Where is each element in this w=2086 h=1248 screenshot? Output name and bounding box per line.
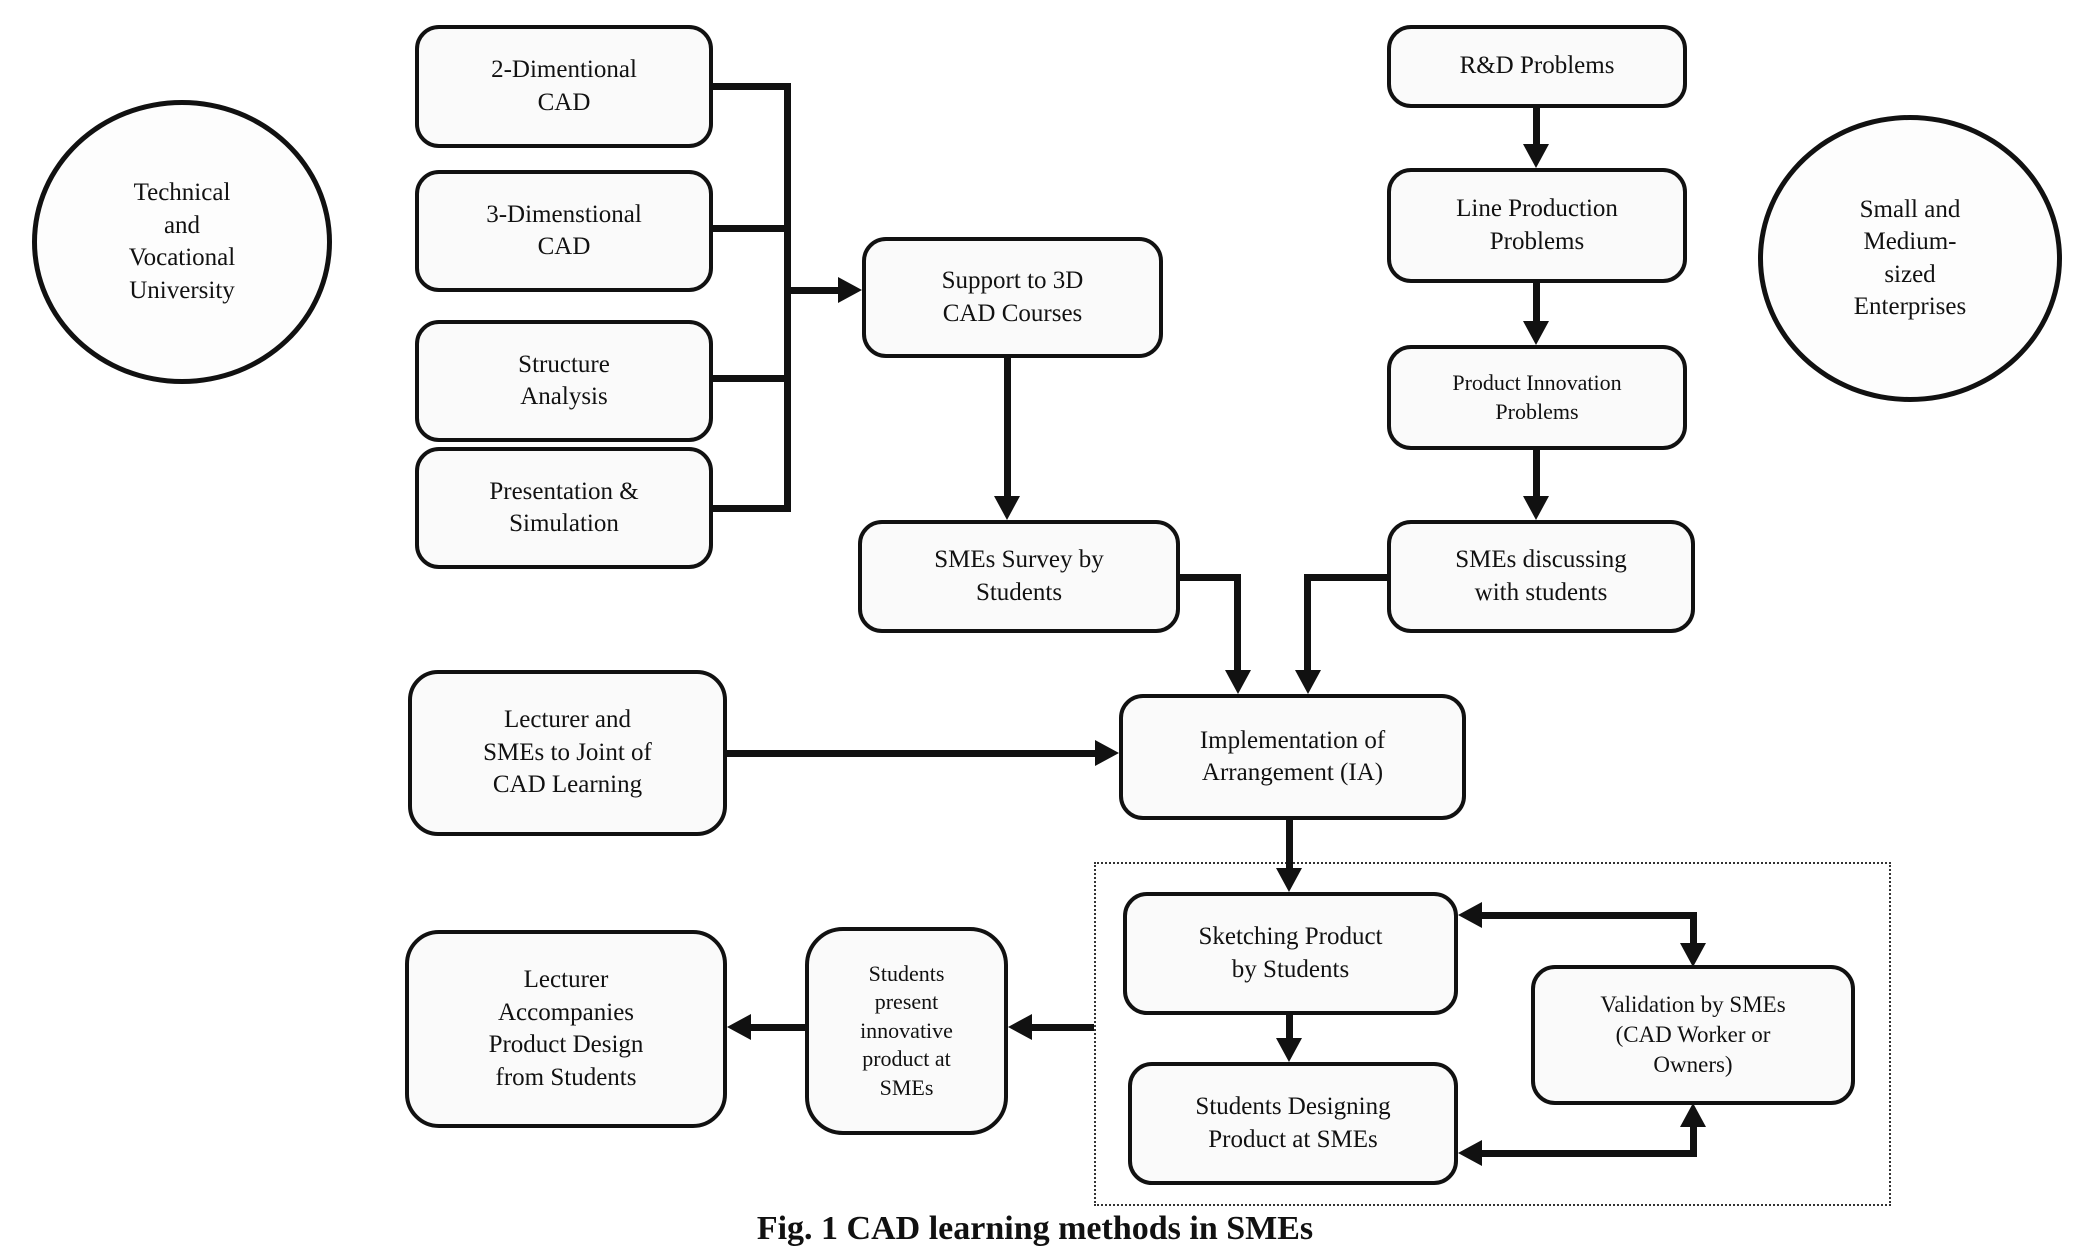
connector-survey-ia-h — [1180, 574, 1241, 581]
node-2d-cad: 2-Dimentional CAD — [415, 25, 713, 148]
connector-ia-sketching — [1286, 820, 1293, 872]
connector-support-survey — [1004, 358, 1011, 498]
connector-sketching-designing — [1286, 1015, 1293, 1042]
node-university-circle: Technical and Vocational University — [32, 100, 332, 384]
node-support-3d-cad: Support to 3D CAD Courses — [862, 237, 1163, 358]
arrowhead-into-survey — [994, 496, 1020, 520]
connector-survey-ia-v — [1234, 574, 1241, 672]
arrowhead-into-lineprod — [1523, 144, 1549, 168]
connector-discussing-ia-h — [1304, 574, 1387, 581]
arrowhead-into-discussing — [1523, 496, 1549, 520]
arrowhead-into-ia — [1095, 740, 1119, 766]
node-product-innovation: Product Innovation Problems — [1387, 345, 1687, 450]
connector-lecturerjoint-ia — [727, 750, 1097, 757]
connector-presentation-bus — [713, 505, 789, 512]
connector-lineprod-innovation — [1533, 283, 1540, 325]
arrowhead-into-present — [1008, 1014, 1032, 1040]
connector-rd-lineprod — [1533, 108, 1540, 148]
node-lecturer-accompanies: Lecturer Accompanies Product Design from… — [405, 930, 727, 1128]
node-smes-discussing: SMEs discussing with students — [1387, 520, 1695, 633]
arrowhead-into-support — [838, 277, 862, 303]
node-line-production: Line Production Problems — [1387, 168, 1687, 283]
arrowhead-into-validation-bottom — [1680, 1103, 1706, 1127]
node-rd-problems: R&D Problems — [1387, 25, 1687, 108]
node-implementation-arrangement: Implementation of Arrangement (IA) — [1119, 694, 1466, 820]
node-sketching-product: Sketching Product by Students — [1123, 892, 1458, 1015]
connector-validation-top-v — [1690, 912, 1697, 944]
connector-validation-top-h — [1480, 912, 1697, 919]
connector-discussing-ia-v — [1304, 574, 1311, 672]
node-students-present: Students present innovative product at S… — [805, 927, 1008, 1135]
arrowhead-survey-into-ia — [1225, 670, 1251, 694]
arrowhead-discussing-into-ia — [1295, 670, 1321, 694]
arrowhead-into-sketching — [1276, 868, 1302, 892]
connector-bus-to-support — [784, 287, 840, 294]
arrowhead-into-designing — [1276, 1038, 1302, 1062]
node-structure-analysis: Structure Analysis — [415, 320, 713, 442]
node-smes-circle: Small and Medium- sized Enterprises — [1758, 115, 2062, 402]
node-3d-cad: 3-Dimenstional CAD — [415, 170, 713, 292]
node-students-designing: Students Designing Product at SMEs — [1128, 1062, 1458, 1185]
connector-validation-bottom-v — [1690, 1125, 1697, 1157]
connector-3dcad-bus — [713, 225, 789, 232]
figure-caption: Fig. 1 CAD learning methods in SMEs — [756, 1210, 1314, 1247]
arrowhead-into-sketching-right — [1458, 902, 1482, 928]
arrowhead-into-accompanies — [727, 1014, 751, 1040]
arrowhead-into-designing-right — [1458, 1140, 1482, 1166]
node-smes-survey: SMEs Survey by Students — [858, 520, 1180, 633]
iteration-boundary — [1094, 862, 1891, 1206]
connector-boundary-present — [1030, 1024, 1094, 1031]
node-lecturer-joint: Lecturer and SMEs to Joint of CAD Learni… — [408, 670, 727, 836]
connector-validation-bottom-h — [1480, 1150, 1697, 1157]
connector-innovation-discussing — [1533, 450, 1540, 500]
connector-structure-bus — [713, 375, 789, 382]
arrowhead-into-validation-top — [1680, 943, 1706, 967]
arrowhead-into-innovation — [1523, 321, 1549, 345]
node-validation-smes: Validation by SMEs (CAD Worker or Owners… — [1531, 965, 1855, 1105]
connector-2dcad-bus — [713, 83, 789, 90]
connector-present-accompanies — [749, 1024, 805, 1031]
connector-bus-vertical — [784, 83, 791, 512]
node-presentation-simulation: Presentation & Simulation — [415, 447, 713, 569]
